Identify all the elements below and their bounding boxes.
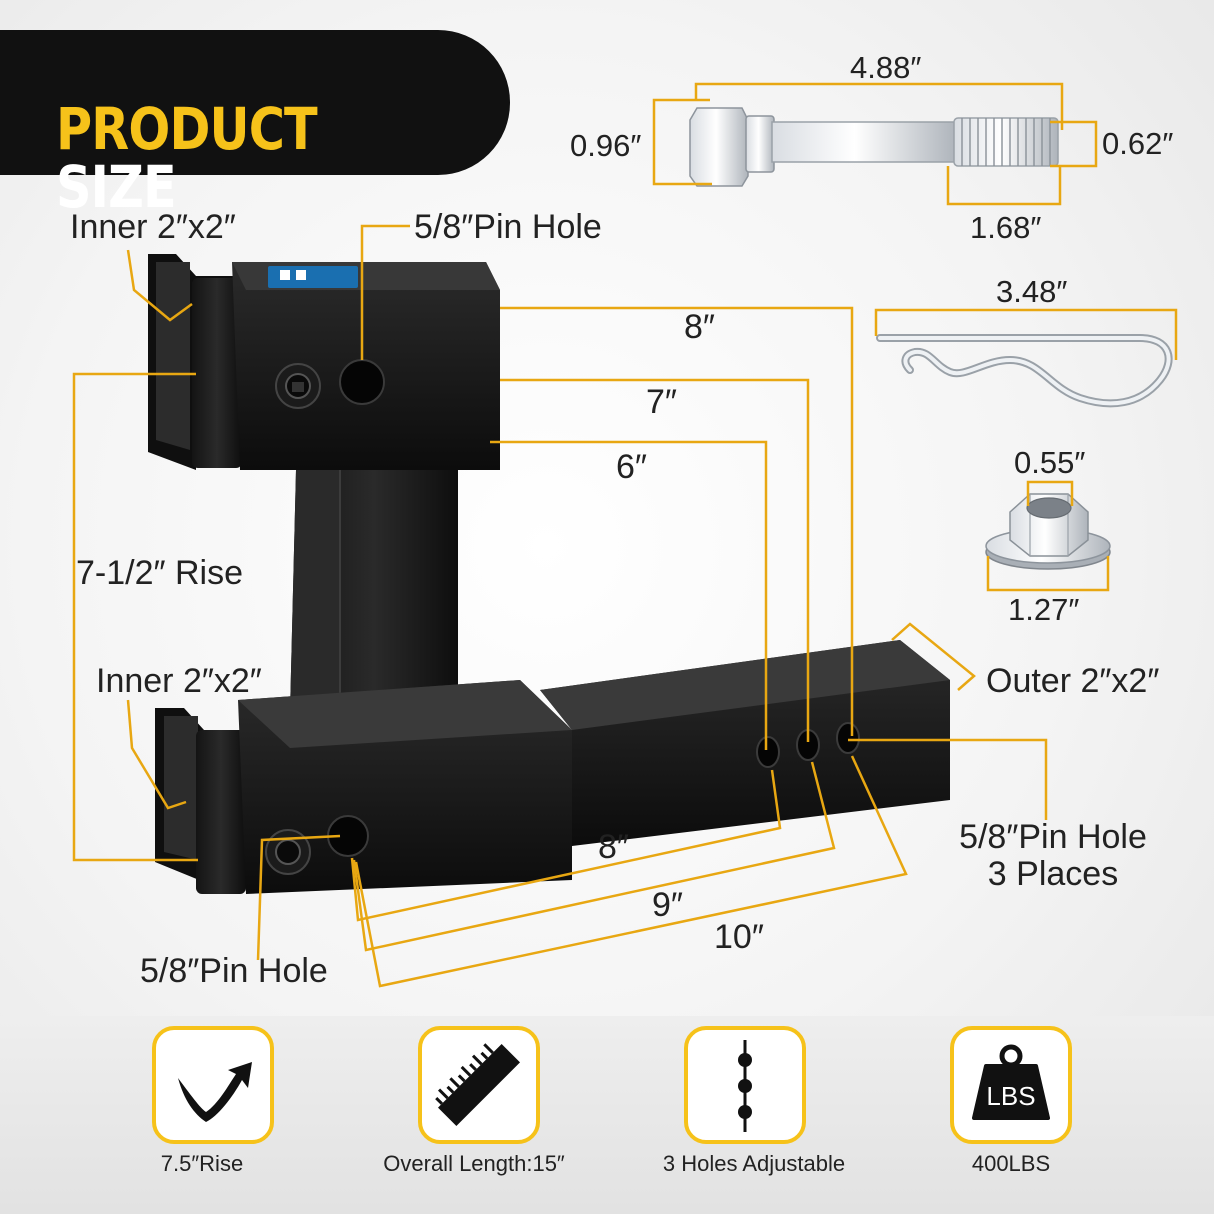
nut-outer-label: 1.27″ — [1008, 592, 1080, 627]
lower-distance-9-label: 9″ — [652, 886, 683, 924]
weight-icon-text: LBS — [986, 1081, 1035, 1111]
upper-distance-7-label: 7″ — [646, 383, 677, 421]
upper-distance-6-label: 6″ — [616, 448, 647, 486]
lower-receiver — [155, 680, 572, 894]
feature-length — [418, 1026, 540, 1144]
upper-inner-size-label: Inner 2″x2″ — [70, 208, 236, 246]
nut-illustration — [985, 493, 1111, 570]
lower-inner-size-label: Inner 2″x2″ — [96, 662, 262, 700]
upper-pin-hole-label: 5/8″Pin Hole — [414, 208, 602, 246]
bolt-length-label: 4.88″ — [850, 50, 922, 85]
page-title-word-size: SIZE — [56, 153, 177, 221]
lower-pin-hole-label: 5/8″Pin Hole — [140, 952, 328, 990]
bolt-thread-length-label: 1.68″ — [970, 210, 1042, 245]
rise-arrow-icon — [178, 1062, 252, 1122]
product-diagram — [72, 82, 1178, 988]
hitch-pin-illustration — [876, 334, 1173, 408]
vertical-riser — [290, 470, 458, 748]
shank-tube — [540, 640, 950, 846]
shank-pin-holes-label-line2: 3 Places — [987, 855, 1119, 893]
bolt-head-height-label: 0.96″ — [570, 128, 642, 163]
page-title-word-product: PRODUCT — [56, 95, 318, 163]
ruler-icon — [435, 1043, 521, 1127]
nut-inner-label: 0.55″ — [1014, 445, 1086, 480]
page-title: PRODUCT SIZE — [56, 100, 442, 216]
feature-holes — [684, 1026, 806, 1144]
upper-receiver — [148, 254, 500, 470]
pin-dimension-line — [874, 308, 1178, 360]
hitch-pin-length-label: 3.48″ — [996, 274, 1068, 309]
bolt-dimension-lines — [652, 82, 1098, 206]
upper-distance-8-label: 8″ — [684, 308, 715, 346]
three-holes-icon — [738, 1040, 752, 1132]
rise-label: 7-1/2″ Rise — [76, 554, 243, 592]
header-banner: PRODUCT SIZE — [0, 30, 510, 216]
feature-weight: LBS — [950, 1026, 1072, 1144]
shank-pin-holes-label-line1: 5/8″Pin Hole — [959, 818, 1147, 856]
nut-dimension-lines — [986, 480, 1110, 592]
lower-distance-10-label: 10″ — [714, 918, 764, 956]
feature-holes-label: 3 Holes Adjustable — [662, 1151, 846, 1176]
lower-distance-8-label: 8″ — [598, 828, 629, 866]
shank-outer-size-label: Outer 2″x2″ — [986, 662, 1160, 700]
feature-rise — [152, 1026, 274, 1144]
bolt-shank-diameter-label: 0.62″ — [1102, 126, 1174, 161]
feature-weight-label: 400LBS — [971, 1151, 1051, 1176]
feature-rise-label: 7.5″Rise — [160, 1151, 244, 1176]
hitch-dimension-lines — [72, 224, 1048, 988]
bolt-illustration — [689, 107, 1059, 187]
feature-length-label: Overall Length:15″ — [383, 1151, 565, 1176]
weight-icon: LBS — [972, 1044, 1050, 1120]
